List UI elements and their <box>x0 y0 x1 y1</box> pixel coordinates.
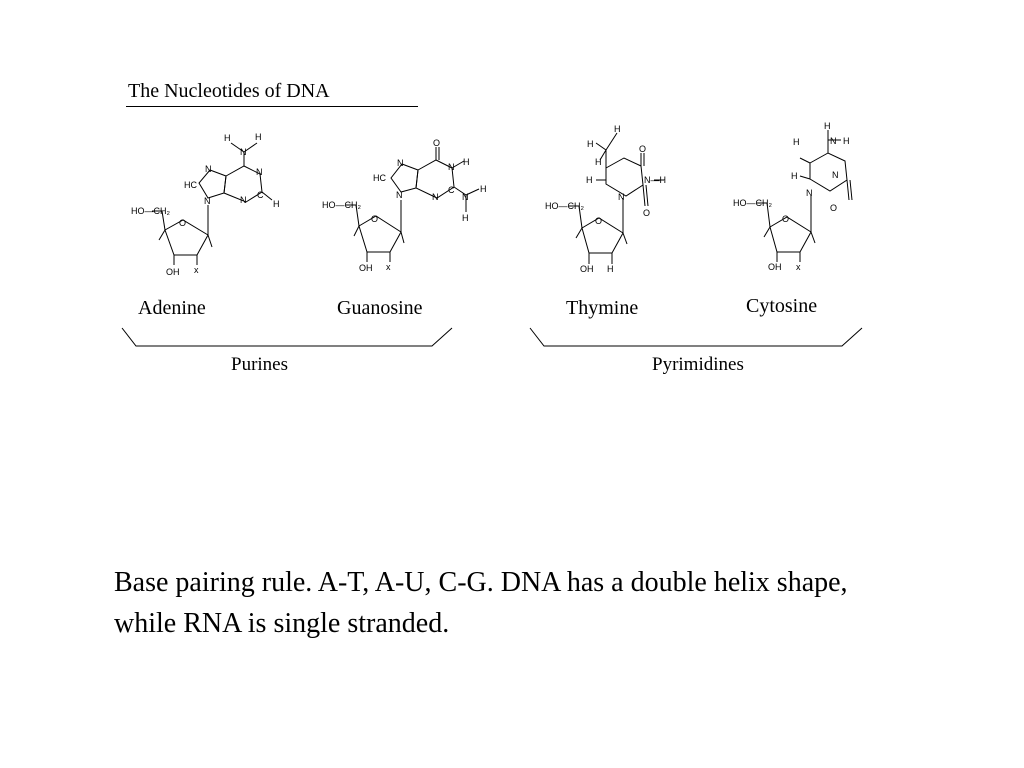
atom-label: N <box>396 190 403 200</box>
guanosine-label: Guanosine <box>337 297 423 319</box>
atom-label: N <box>240 195 247 205</box>
atom-label: H <box>273 199 280 209</box>
adenine-structure <box>152 142 273 265</box>
atom-label: N <box>204 196 211 206</box>
guanosine-structure <box>346 147 480 262</box>
atom-label: OH <box>359 263 373 273</box>
atom-label: x <box>194 265 199 275</box>
caption-line: Base pairing rule. A-T, A-U, C-G. DNA ha… <box>114 567 848 598</box>
atom-label: N <box>462 192 469 202</box>
atom-label: HO—CH₂ <box>545 201 584 211</box>
atom-label: N <box>830 136 837 146</box>
purines-bracket <box>121 327 453 347</box>
atom-label: HO—CH₂ <box>322 200 361 210</box>
thymine-structure <box>569 132 664 264</box>
atom-label: HC <box>373 173 386 183</box>
atom-label: HC <box>184 180 197 190</box>
atom-label: x <box>386 262 391 272</box>
pyrimidines-label: Pyrimidines <box>652 354 744 375</box>
atom-label: H <box>462 213 469 223</box>
cytosine-label: Cytosine <box>746 295 818 317</box>
atom-label: H <box>224 133 231 143</box>
atom-label: O <box>643 208 650 218</box>
atom-label: H <box>480 184 487 194</box>
atom-label: N <box>256 167 263 177</box>
atom-label: C <box>448 185 455 195</box>
atom-label: HO—CH₂ <box>131 206 170 216</box>
figure-title: The Nucleotides of DNA <box>128 80 330 102</box>
atom-label: H <box>791 171 798 181</box>
atom-label: N <box>240 147 247 157</box>
atom-label: H <box>587 139 594 149</box>
atom-label: O <box>371 214 378 224</box>
atom-labels: HO—CH₂ O OH x N HC N N N C H N H H HO—CH… <box>131 121 850 277</box>
atom-label: N <box>806 188 813 198</box>
atom-label: O <box>782 214 789 224</box>
atom-label: H <box>586 175 593 185</box>
atom-label: N <box>448 162 455 172</box>
atom-label: OH <box>768 262 782 272</box>
atom-label: N <box>832 170 839 180</box>
pyrimidines-bracket <box>529 327 863 347</box>
atom-label: O <box>433 138 440 148</box>
atom-label: O <box>179 218 186 228</box>
atom-label: N—H <box>644 175 666 185</box>
atom-label: O <box>595 216 602 226</box>
caption-text: Base pairing rule. A-T, A-U, C-G. DNA ha… <box>114 562 1014 644</box>
atom-label: N <box>432 192 439 202</box>
atom-label: O <box>639 144 646 154</box>
nucleotide-structures: HO—CH₂ O OH x N HC N N N C H N H H HO—CH… <box>121 121 863 347</box>
caption-line: while RNA is single stranded. <box>114 608 450 639</box>
title-underline <box>126 106 418 107</box>
atom-label: x <box>796 262 801 272</box>
atom-label: H <box>595 157 602 167</box>
atom-label: HO—CH₂ <box>733 198 772 208</box>
purines-label: Purines <box>231 354 288 375</box>
thymine-label: Thymine <box>566 297 639 319</box>
atom-label: C <box>257 190 264 200</box>
atom-label: H <box>793 137 800 147</box>
atom-label: N <box>618 192 625 202</box>
atom-label: H <box>463 157 470 167</box>
atom-label: OH <box>580 264 594 274</box>
atom-label: N <box>205 164 212 174</box>
atom-label: OH <box>166 267 180 277</box>
atom-label: N <box>397 158 404 168</box>
atom-label: H <box>607 264 614 274</box>
adenine-label: Adenine <box>138 297 206 319</box>
atom-label: O <box>830 203 837 213</box>
atom-label: H <box>843 136 850 146</box>
atom-label: H <box>614 124 621 134</box>
cytosine-structure <box>757 130 853 262</box>
atom-label: H <box>255 132 262 142</box>
atom-label: H <box>824 121 831 131</box>
